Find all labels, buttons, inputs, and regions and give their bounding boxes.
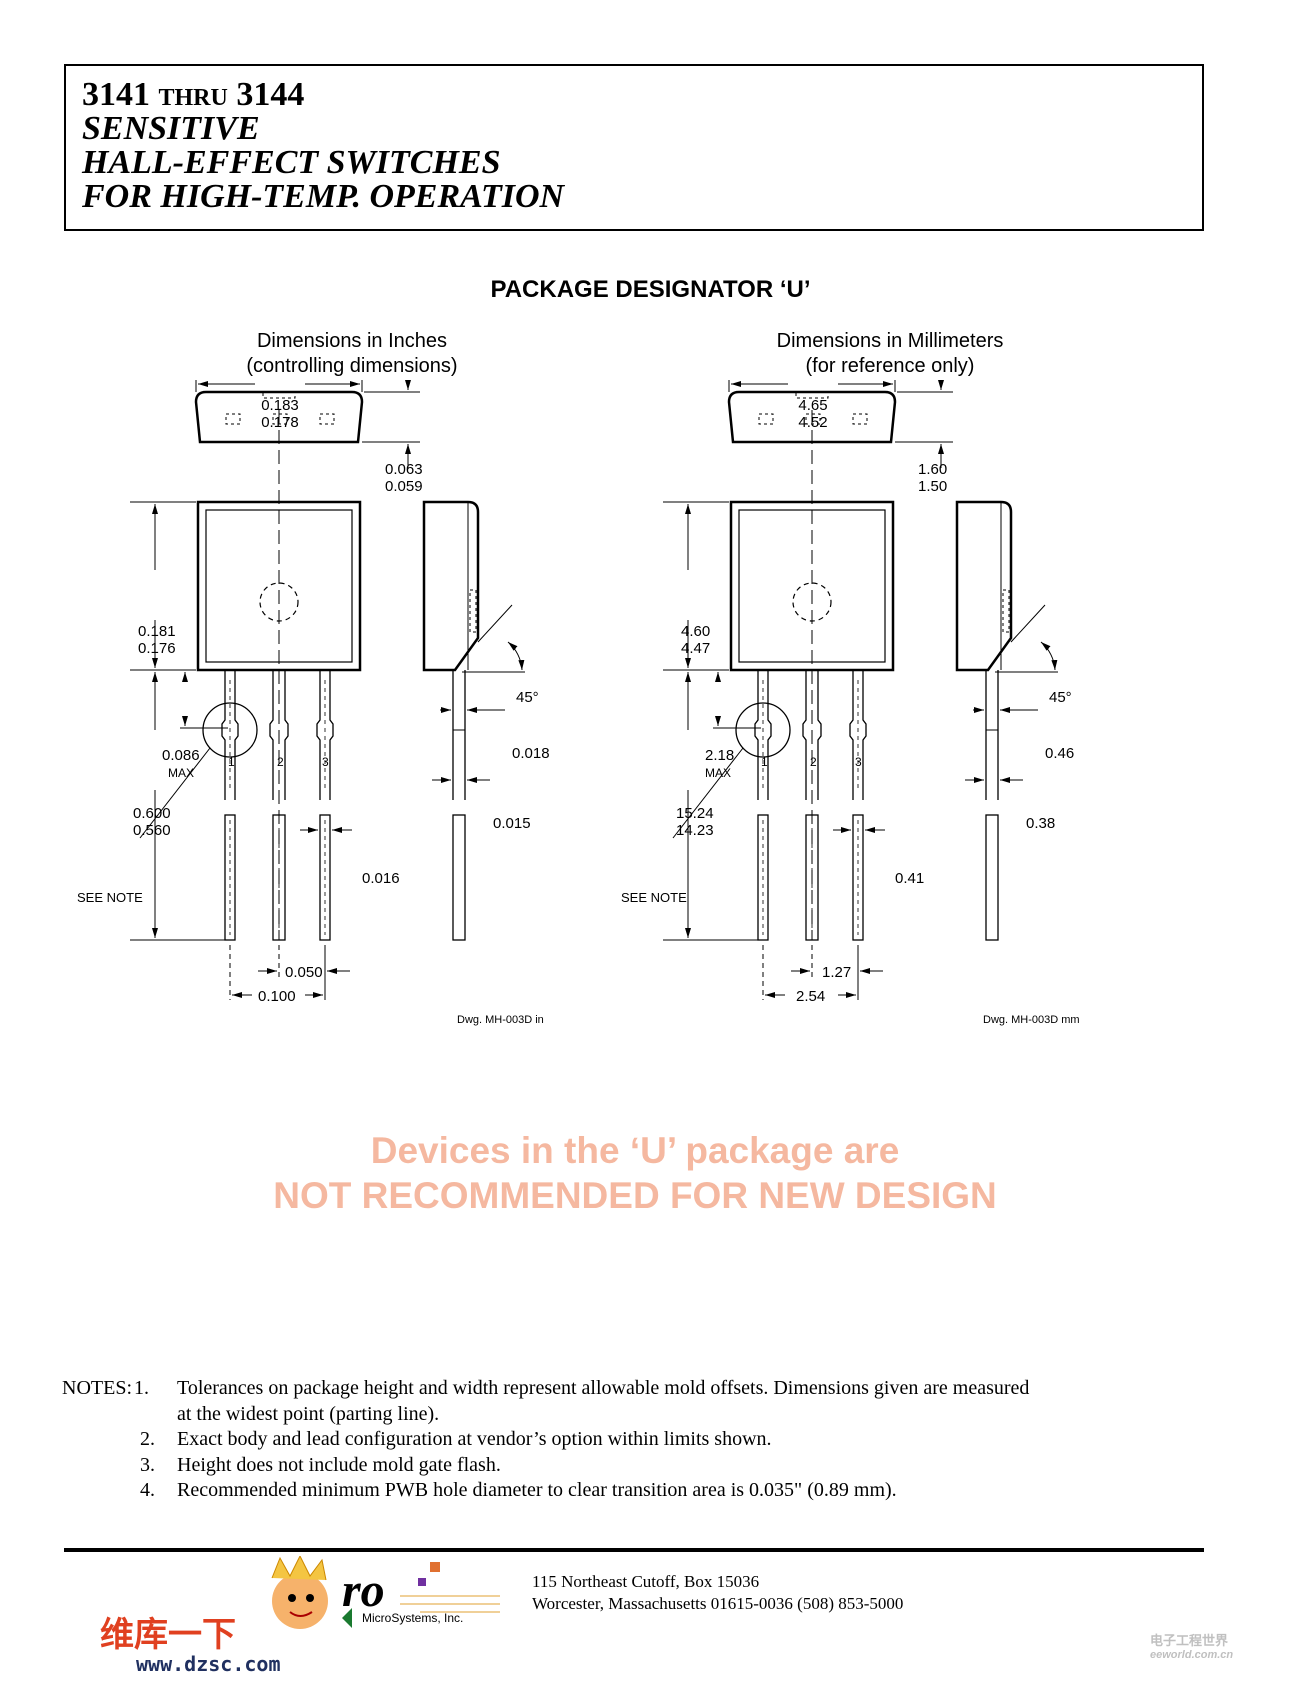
inches-heading: Dimensions in Inches(controlling dimensi… <box>246 330 458 377</box>
in-lead-min: 0.560 <box>133 822 171 839</box>
allegro-mark: ro <box>342 1564 385 1617</box>
in-pin1: 1 <box>228 755 235 769</box>
note-2: Exact body and lead configuration at ven… <box>177 1428 772 1450</box>
mm-pin3: 3 <box>855 755 862 769</box>
mm-lead-width: 0.41 <box>895 870 924 887</box>
mm-thick-min: 1.50 <box>918 478 947 495</box>
mm-heading: Dimensions in Millimeters(for reference … <box>776 330 1004 377</box>
mm-width-min: 4.52 <box>798 414 827 431</box>
title-box: 3141 THRU 3144 SENSITIVE HALL-EFFECT SWI… <box>64 64 1204 231</box>
mm-dwg: Dwg. MH-003D mm <box>983 1014 1080 1026</box>
in-pitch: 0.100 <box>258 988 296 1005</box>
in-body-min: 0.176 <box>138 640 176 657</box>
note-1-cont: at the widest point (parting line). <box>177 1402 440 1425</box>
in-pin3: 3 <box>322 755 329 769</box>
mm-pin1: 1 <box>761 755 768 769</box>
mm-lead-top: 0.46 <box>1045 745 1074 762</box>
mm-body-max: 4.60 <box>681 623 710 640</box>
title-line-4: FOR HIGH-TEMP. OPERATION <box>82 178 565 215</box>
warning-line-2: NOT RECOMMENDED FOR NEW DESIGN <box>273 1175 997 1216</box>
in-see-note: SEE NOTE <box>77 890 143 905</box>
dzsc-cn: 维库一下 <box>100 1615 236 1655</box>
in-pin2: 2 <box>277 755 284 769</box>
mm-angle: 45° <box>1049 689 1072 706</box>
eeworld-watermark: 电子工程世界 eeworld.com.cn <box>1150 1633 1234 1661</box>
part-range: 3141 THRU 3144 <box>82 76 305 113</box>
in-body-max: 0.181 <box>138 623 176 640</box>
mm-width-max: 4.65 <box>798 397 827 414</box>
warning-line-1: Devices in the ‘U’ package are <box>370 1130 900 1171</box>
in-transition: 0.086 <box>162 747 200 764</box>
mm-thick-max: 1.60 <box>918 461 947 478</box>
in-lead-top: 0.018 <box>512 745 550 762</box>
in-transition-max: MAX <box>168 766 194 780</box>
package-drawing: 0.183 0.178 0.063 0.059 0.181 0.176 45° … <box>77 380 1080 1026</box>
mm-transition-max: MAX <box>705 766 731 780</box>
in-lead-max: 0.600 <box>133 805 171 822</box>
package-title: PACKAGE DESIGNATOR ‘U’ <box>490 276 811 303</box>
title-line-2: SENSITIVE <box>82 110 260 147</box>
in-lead-width: 0.016 <box>362 870 400 887</box>
in-lead-thick: 0.015 <box>493 815 531 832</box>
in-angle: 45° <box>516 689 539 706</box>
title-line-3: HALL-EFFECT SWITCHES <box>82 144 501 181</box>
note-4: Recommended minimum PWB hole diameter to… <box>177 1479 897 1501</box>
in-pitch-half: 0.050 <box>285 964 323 981</box>
in-width-min: 0.178 <box>261 414 299 431</box>
footer-rule <box>64 1548 1204 1552</box>
mm-pitch-half: 1.27 <box>822 964 851 981</box>
mm-lead-min: 14.23 <box>676 822 714 839</box>
mm-see-note: SEE NOTE <box>621 890 687 905</box>
dzsc-url: www.dzsc.com <box>136 1652 281 1676</box>
in-thick-max: 0.063 <box>385 461 423 478</box>
mm-lead-max: 15.24 <box>676 805 714 822</box>
in-width-max: 0.183 <box>261 397 299 414</box>
inches-drawing <box>130 380 525 1000</box>
mm-pitch: 2.54 <box>796 988 825 1005</box>
address-line-2: Worcester, Massachusetts 01615-0036 (508… <box>532 1594 904 1613</box>
in-thick-min: 0.059 <box>385 478 423 495</box>
notes-label: NOTES: <box>62 1377 132 1399</box>
in-dwg: Dwg. MH-003D in <box>457 1014 544 1026</box>
address-line-1: 115 Northeast Cutoff, Box 15036 <box>532 1572 760 1591</box>
note-1: Tolerances on package height and width r… <box>177 1377 1030 1399</box>
logo: 维库一下 www.dzsc.com ro MicroSystems, Inc. <box>100 1554 520 1681</box>
mm-pin2: 2 <box>810 755 817 769</box>
mm-lead-thick: 0.38 <box>1026 815 1055 832</box>
allegro-text: MicroSystems, Inc. <box>362 1611 463 1625</box>
note-3: Height does not include mold gate flash. <box>177 1453 501 1476</box>
mm-transition: 2.18 <box>705 747 734 764</box>
mm-body-min: 4.47 <box>681 640 710 657</box>
mascot-icon <box>272 1573 328 1629</box>
